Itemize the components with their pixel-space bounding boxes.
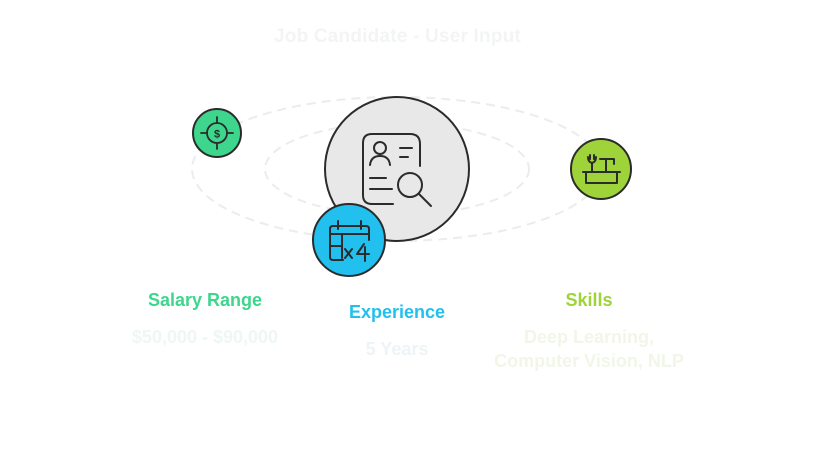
toolbox-icon: [582, 154, 621, 184]
candidate-profile-search-icon: [362, 133, 432, 207]
skills-value: Deep Learning, Computer Vision, NLP: [494, 327, 684, 371]
skills-node: [570, 138, 632, 200]
svg-text:$: $: [214, 129, 220, 141]
inner-orbit: [264, 122, 530, 216]
salary-node: $: [192, 108, 242, 158]
salary-range-value: $50,000 - $90,000: [131, 327, 279, 347]
experience-value: 5 Years: [365, 339, 429, 359]
target-dollar-icon: $: [200, 116, 234, 150]
diagram-title: Job Candidate - User Input: [274, 26, 521, 47]
experience-label: Experience: [348, 302, 446, 322]
calendar-times-four-icon: [329, 220, 370, 262]
skills-label: Skills: [565, 290, 613, 310]
salary-range-label: Salary Range: [147, 290, 263, 310]
experience-node: [312, 203, 386, 277]
